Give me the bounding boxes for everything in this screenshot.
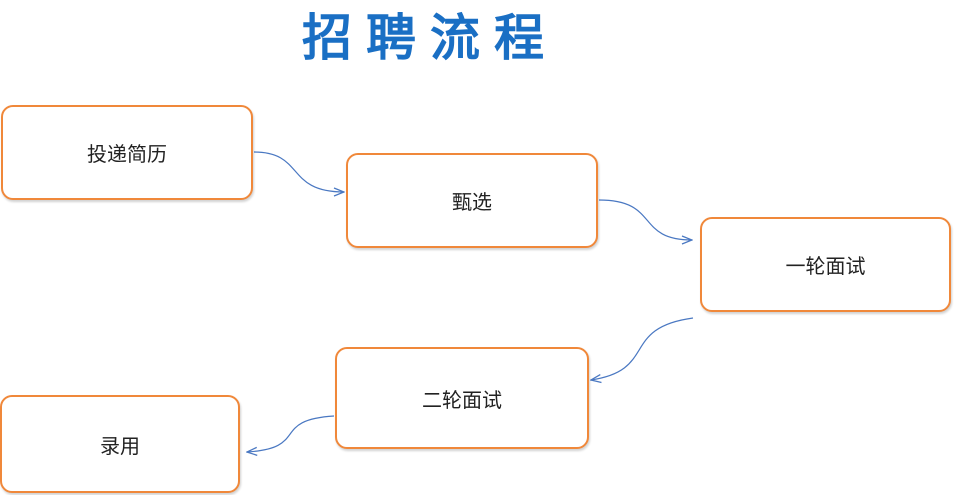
arrow-step1-to-step2 (253, 151, 344, 192)
step-box-submit-resume: 投递简历 (1, 105, 253, 200)
arrow-step3-to-step4 (591, 317, 694, 380)
step-box-hire: 录用 (0, 395, 240, 493)
arrow-step4-to-step5 (247, 415, 335, 452)
step-label: 二轮面试 (422, 387, 502, 412)
step-label: 甄选 (452, 190, 492, 214)
step-label: 一轮面试 (785, 254, 866, 278)
arrow-step2-to-step3 (598, 199, 692, 240)
step-label: 录用 (100, 433, 140, 458)
step-box-first-interview: 一轮面试 (700, 217, 951, 312)
step-label: 投递简历 (87, 142, 167, 166)
step-box-screening: 甄选 (346, 153, 598, 248)
page-title: 招聘流程 (302, 9, 558, 67)
step-box-second-interview: 二轮面试 (335, 347, 589, 449)
